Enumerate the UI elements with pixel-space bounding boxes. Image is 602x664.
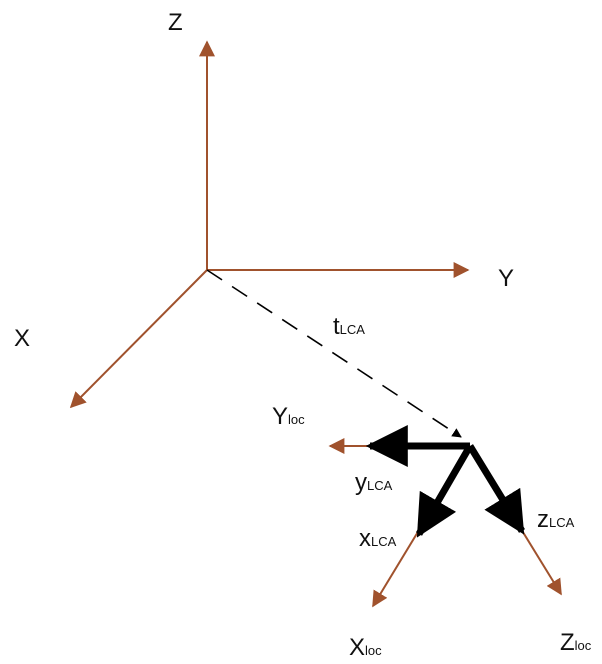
loc-y-label-main: Y	[272, 403, 288, 430]
global-y-label: Y	[498, 265, 514, 292]
lca-y-label: yLCA	[355, 469, 393, 496]
lca-z-axis	[467, 444, 525, 535]
loc-y-label: Yloc	[272, 403, 305, 430]
loc-z-label-sub: loc	[575, 638, 592, 653]
lca-z-label-main: z	[537, 506, 549, 533]
lca-frame	[365, 425, 525, 538]
loc-y-label-sub: loc	[288, 412, 305, 427]
loc-x-label-sub: loc	[365, 643, 382, 658]
loc-x-label: Xloc	[349, 634, 382, 659]
global-x-axis	[69, 269, 208, 409]
lca-y-label-main: y	[355, 469, 367, 496]
loc-z-label-main: Z	[560, 629, 575, 656]
lca-z-label-sub: LCA	[549, 515, 575, 530]
translation-label: tLCA	[333, 313, 365, 340]
lca-z-label: zLCA	[537, 506, 575, 533]
labels: Z Y X tLCA Yloc yLCA xLCA zLCA Xloc Zloc	[14, 9, 592, 661]
lca-x-label: xLCA	[359, 525, 397, 552]
translation-label-sub: LCA	[340, 322, 366, 337]
translation-label-main: t	[333, 313, 340, 340]
global-x-label: X	[14, 325, 30, 352]
lca-x-axis	[415, 444, 474, 538]
loc-x-label-main: X	[349, 634, 365, 659]
global-frame	[69, 40, 470, 409]
global-z-label: Z	[168, 9, 183, 36]
loc-z-label: Zloc	[560, 629, 592, 656]
translation-vector	[206, 269, 462, 438]
lca-x-label-sub: LCA	[371, 534, 397, 549]
lca-x-label-main: x	[359, 525, 371, 552]
lca-y-label-sub: LCA	[367, 478, 393, 493]
